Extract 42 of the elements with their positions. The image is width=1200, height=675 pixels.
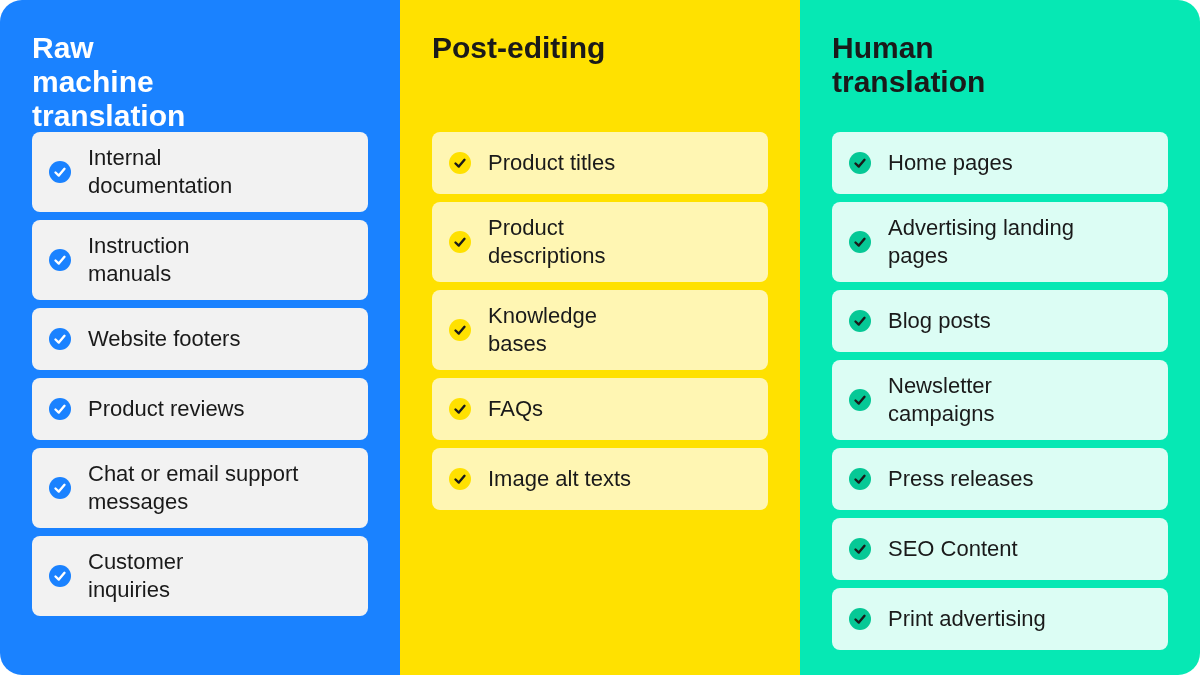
item-text: Blog posts xyxy=(888,307,992,335)
list-item xyxy=(32,132,368,212)
column-panel xyxy=(0,0,400,675)
column-heading: Post-editing xyxy=(432,31,607,65)
column-heading: Human translation xyxy=(832,31,987,99)
list-item xyxy=(432,448,768,510)
list-item xyxy=(832,132,1168,194)
item-text: Product reviews xyxy=(88,395,246,423)
list-item xyxy=(432,202,768,282)
item-text: Advertising landing pages xyxy=(888,214,1075,270)
item-text: Knowledge bases xyxy=(488,302,598,358)
list-item xyxy=(32,378,368,440)
item-text: Product descriptions xyxy=(488,214,607,270)
list-item xyxy=(32,220,368,300)
list-item xyxy=(832,360,1168,440)
item-text: SEO Content xyxy=(888,535,1019,563)
item-text: Product titles xyxy=(488,149,617,177)
list-item xyxy=(432,290,768,370)
list-item xyxy=(832,290,1168,352)
list-item xyxy=(832,448,1168,510)
list-item xyxy=(32,448,368,528)
item-text: Chat or email support messages xyxy=(88,460,300,516)
list-item xyxy=(832,518,1168,580)
item-text: Image alt texts xyxy=(488,465,633,493)
column-panel xyxy=(800,0,1200,675)
list-item xyxy=(832,202,1168,282)
list-item xyxy=(832,588,1168,650)
list-item xyxy=(32,536,368,616)
list-item xyxy=(432,378,768,440)
item-text: Newsletter campaigns xyxy=(888,372,996,428)
list-item xyxy=(32,308,368,370)
item-text: Customer inquiries xyxy=(88,548,185,604)
item-text: Print advertising xyxy=(888,605,1047,633)
column-panel xyxy=(400,0,800,675)
item-text: Website footers xyxy=(88,325,242,353)
item-text: Press releases xyxy=(888,465,1035,493)
item-text: Internal documentation xyxy=(88,144,234,200)
list-item xyxy=(432,132,768,194)
item-text: Instruction manuals xyxy=(88,232,191,288)
item-text: Home pages xyxy=(888,149,1014,177)
column-heading: Raw machine translation xyxy=(32,31,187,133)
item-text: FAQs xyxy=(488,395,544,423)
